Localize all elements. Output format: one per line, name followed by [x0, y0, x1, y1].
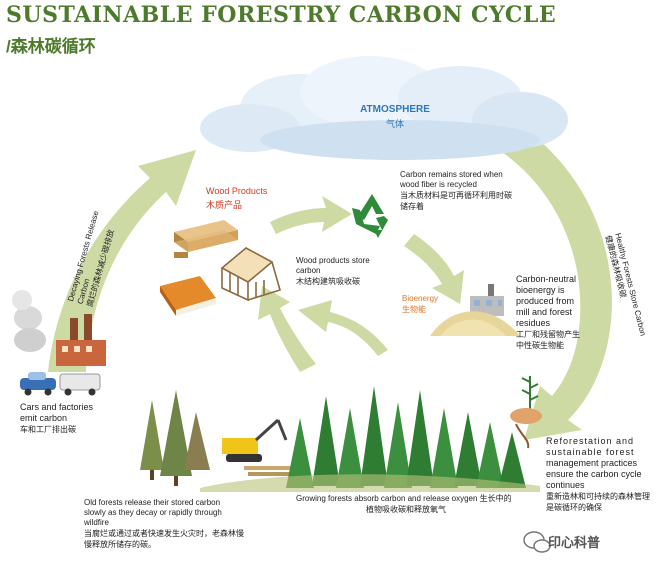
old-forests-line3: wildfire [84, 518, 109, 527]
factory-icon [12, 290, 106, 366]
carbon-neutral-line4: mill and forest [516, 307, 573, 317]
carbon-neutral-line5: residues [516, 318, 551, 328]
recycled-cn2: 储存着 [400, 202, 424, 211]
forest-tree [336, 408, 364, 488]
wood-store-line1: Wood products store [296, 256, 370, 265]
growing-cn: 植物吸收碳和释放氧气 [366, 505, 446, 514]
old-forests-line1: Old forests release their stored carbon [84, 498, 221, 507]
reforestation-line5: continues [546, 480, 585, 490]
growing-line1: Growing forests absorb carbon and releas… [296, 494, 512, 503]
reforestation-cn1: 重新造林和可持续的森林管理 [546, 492, 650, 501]
forest-tree [286, 418, 314, 488]
old-forest-icon [140, 390, 210, 486]
forest-tree [406, 390, 434, 486]
reforestation-line1: Reforestation and [546, 436, 635, 446]
lumber-icon [174, 220, 238, 258]
old-forests-cn1: 当腐烂或通过或者快速发生火灾时，老森林慢 [84, 529, 244, 538]
carbon-neutral-line2: bioenergy is [516, 285, 565, 295]
wood-products-label: Wood Products [206, 186, 268, 196]
arrow-to-wood [258, 286, 316, 372]
wood-store-line2: carbon [296, 266, 321, 275]
forest-tree [430, 408, 458, 488]
cloud-icon [200, 56, 568, 160]
carbon-neutral-cn1: 工厂和残留物产生 [516, 330, 580, 339]
cars-line1: Cars and factories [20, 402, 94, 412]
forest-icon [286, 386, 526, 488]
carbon-neutral-line3: produced from [516, 296, 575, 306]
carbon-neutral-cn2: 中性碳生物能 [516, 341, 564, 350]
arrow-to-recycle [270, 196, 352, 234]
mill-icon [470, 284, 504, 316]
wood-store-cn: 木结构建筑吸收碳 [296, 277, 360, 286]
reforestation-cn2: 是碳循环的确保 [546, 503, 602, 512]
carbon-neutral-line1: Carbon-neutral [516, 274, 577, 284]
cars-cn: 车和工厂排出碳 [20, 425, 76, 434]
book-icon [160, 276, 216, 316]
forest-tree [312, 396, 340, 486]
recycled-cn1: 当木质材料是可再循环利用时碳 [400, 191, 512, 200]
bioenergy-label: Bioenergy [402, 294, 439, 303]
forest-tree [384, 402, 412, 488]
reforestation-line3: management practices [546, 458, 638, 468]
forest-tree [454, 412, 482, 486]
reforestation-line2: sustainable forest [546, 447, 635, 457]
cars-line2: emit carbon [20, 413, 68, 423]
bioenergy-label-cn: 生物能 [402, 305, 426, 314]
recycled-line1: Carbon remains stored when [400, 170, 503, 179]
house-frame-icon [220, 247, 281, 302]
arrow-harvest-up [298, 300, 388, 356]
atmosphere-label: ATMOSPHERE [360, 104, 430, 115]
woodchip-pile-icon [430, 311, 520, 336]
wechat-icon [523, 531, 551, 553]
car-icon [20, 372, 101, 396]
arrow-to-bioenergy [404, 234, 464, 304]
atmosphere-label-cn: 气体 [385, 119, 404, 129]
forest-tree [360, 386, 388, 486]
harvester-icon [222, 418, 300, 476]
page-subtitle: /森林碳循环 [6, 37, 96, 56]
old-forests-cn2: 慢释放所储存的碳。 [84, 540, 156, 549]
watermark-label: 印心科普 [548, 535, 601, 550]
ground [200, 474, 540, 492]
old-forests-line2: slowly as they decay or rapidly through [84, 508, 222, 517]
reforestation-line4: ensure the carbon cycle [546, 469, 642, 479]
forest-tree [476, 422, 504, 488]
recycle-icon [352, 194, 388, 238]
forest-tree [498, 432, 526, 488]
seedling-hand-icon [510, 376, 542, 449]
page-title: SUSTAINABLE FORESTRY CARBON CYCLE [6, 2, 557, 28]
wood-products-label-cn: 木质产品 [206, 200, 243, 210]
healthy-arrow [470, 102, 612, 440]
recycled-line2: wood fiber is recycled [400, 180, 477, 189]
